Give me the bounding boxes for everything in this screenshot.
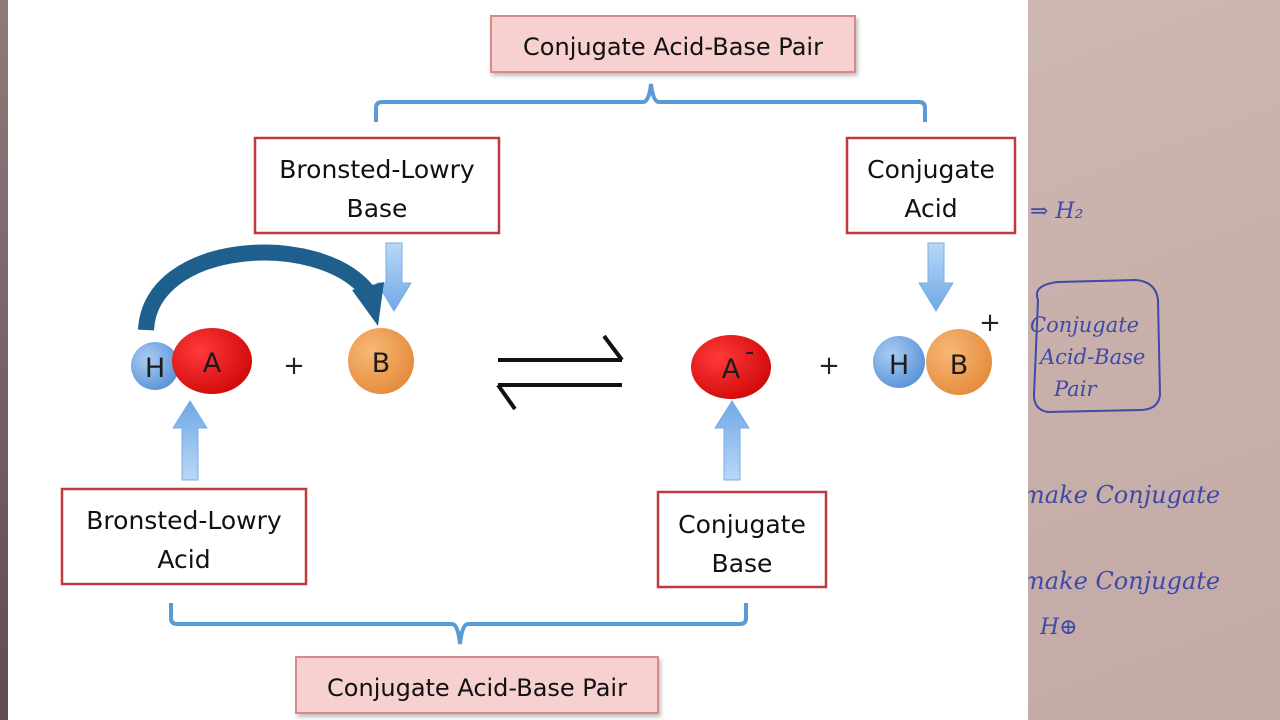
h-label-reactant: H: [145, 353, 165, 384]
whiteboard-line-3: H⊕: [1039, 615, 1078, 640]
down-arrow-conjugate-acid: [918, 242, 954, 312]
h-label-product: H: [889, 350, 909, 381]
whiteboard-background: ⇒ H₂ Conjugate Acid-Base Pair make Conju…: [1028, 0, 1280, 720]
negative-charge: -: [745, 337, 754, 367]
bottom-bracket: [169, 603, 748, 645]
top-pair-label: Conjugate Acid-Base Pair: [523, 33, 823, 61]
up-arrow-conjugate-base: [714, 400, 750, 481]
whiteboard-note-box: [1032, 278, 1162, 414]
reactant-ha: H A: [131, 328, 252, 394]
whiteboard-partial-text: ⇒ H₂: [1030, 199, 1083, 224]
whiteboard-note-line-2: Acid-Base: [1038, 345, 1145, 369]
up-arrow-acid: [172, 400, 208, 481]
down-arrow-base: [376, 242, 412, 312]
bl-acid-line-2: Acid: [157, 545, 210, 574]
base-atom-reactant: [348, 328, 414, 394]
whiteboard-note-line-1: Conjugate: [1030, 313, 1139, 337]
bl-base-line-1: Bronsted-Lowry: [279, 155, 475, 184]
bottom-pair-label: Conjugate Acid-Base Pair: [327, 674, 627, 702]
bl-acid-line-1: Bronsted-Lowry: [86, 506, 282, 535]
bl-base-line-2: Base: [347, 194, 408, 223]
hydrogen-atom-product: [873, 336, 925, 388]
conj-acid-line-1: Conjugate: [867, 155, 995, 184]
product-conjugate-base: A -: [691, 335, 771, 399]
whiteboard-notes: ⇒ H₂ Conjugate Acid-Base Pair make Conju…: [1028, 199, 1220, 640]
product-conjugate-acid: H B +: [873, 308, 1001, 395]
b-label-reactant: B: [372, 348, 391, 379]
equilibrium-arrows: [496, 334, 624, 411]
conj-base-line-2: Base: [712, 549, 773, 578]
top-conjugate-pair-box: Conjugate Acid-Base Pair: [490, 15, 856, 73]
acid-atom-product: [691, 335, 771, 399]
hydrogen-atom-reactant: [131, 342, 179, 390]
bottom-conjugate-pair-box: Conjugate Acid-Base Pair: [295, 656, 659, 714]
whiteboard-line-1: make Conjugate: [1028, 481, 1220, 509]
positive-charge: +: [979, 308, 1001, 338]
conj-base-line-1: Conjugate: [678, 510, 806, 539]
proton-transfer-curve: [138, 244, 375, 331]
acid-atom-reactant: [172, 328, 252, 394]
bronsted-lowry-acid-box: Bronsted-Lowry Acid: [60, 487, 308, 586]
a-label-product: A: [722, 354, 741, 385]
base-atom-product: [926, 329, 992, 395]
top-bracket: [374, 83, 927, 122]
plus-sign-products: +: [818, 351, 840, 381]
a-label-reactant: A: [203, 348, 222, 379]
proton-transfer-arrowhead: [352, 282, 384, 326]
whiteboard-line-2: make Conjugate: [1028, 567, 1220, 595]
reactant-b: B: [348, 328, 414, 394]
acid-base-diagram: Conjugate Acid-Base Pair Bronsted-Lowry …: [60, 15, 1017, 714]
conjugate-base-box: Conjugate Base: [656, 490, 828, 589]
video-left-edge: [0, 0, 8, 720]
conj-acid-line-2: Acid: [904, 194, 957, 223]
slide: Conjugate Acid-Base Pair Bronsted-Lowry …: [8, 0, 1028, 720]
bronsted-lowry-base-box: Bronsted-Lowry Base: [253, 136, 501, 235]
whiteboard-note-line-3: Pair: [1053, 377, 1098, 401]
plus-sign-reactants: +: [283, 351, 305, 381]
conjugate-acid-box: Conjugate Acid: [845, 136, 1017, 235]
b-label-product: B: [950, 350, 969, 381]
